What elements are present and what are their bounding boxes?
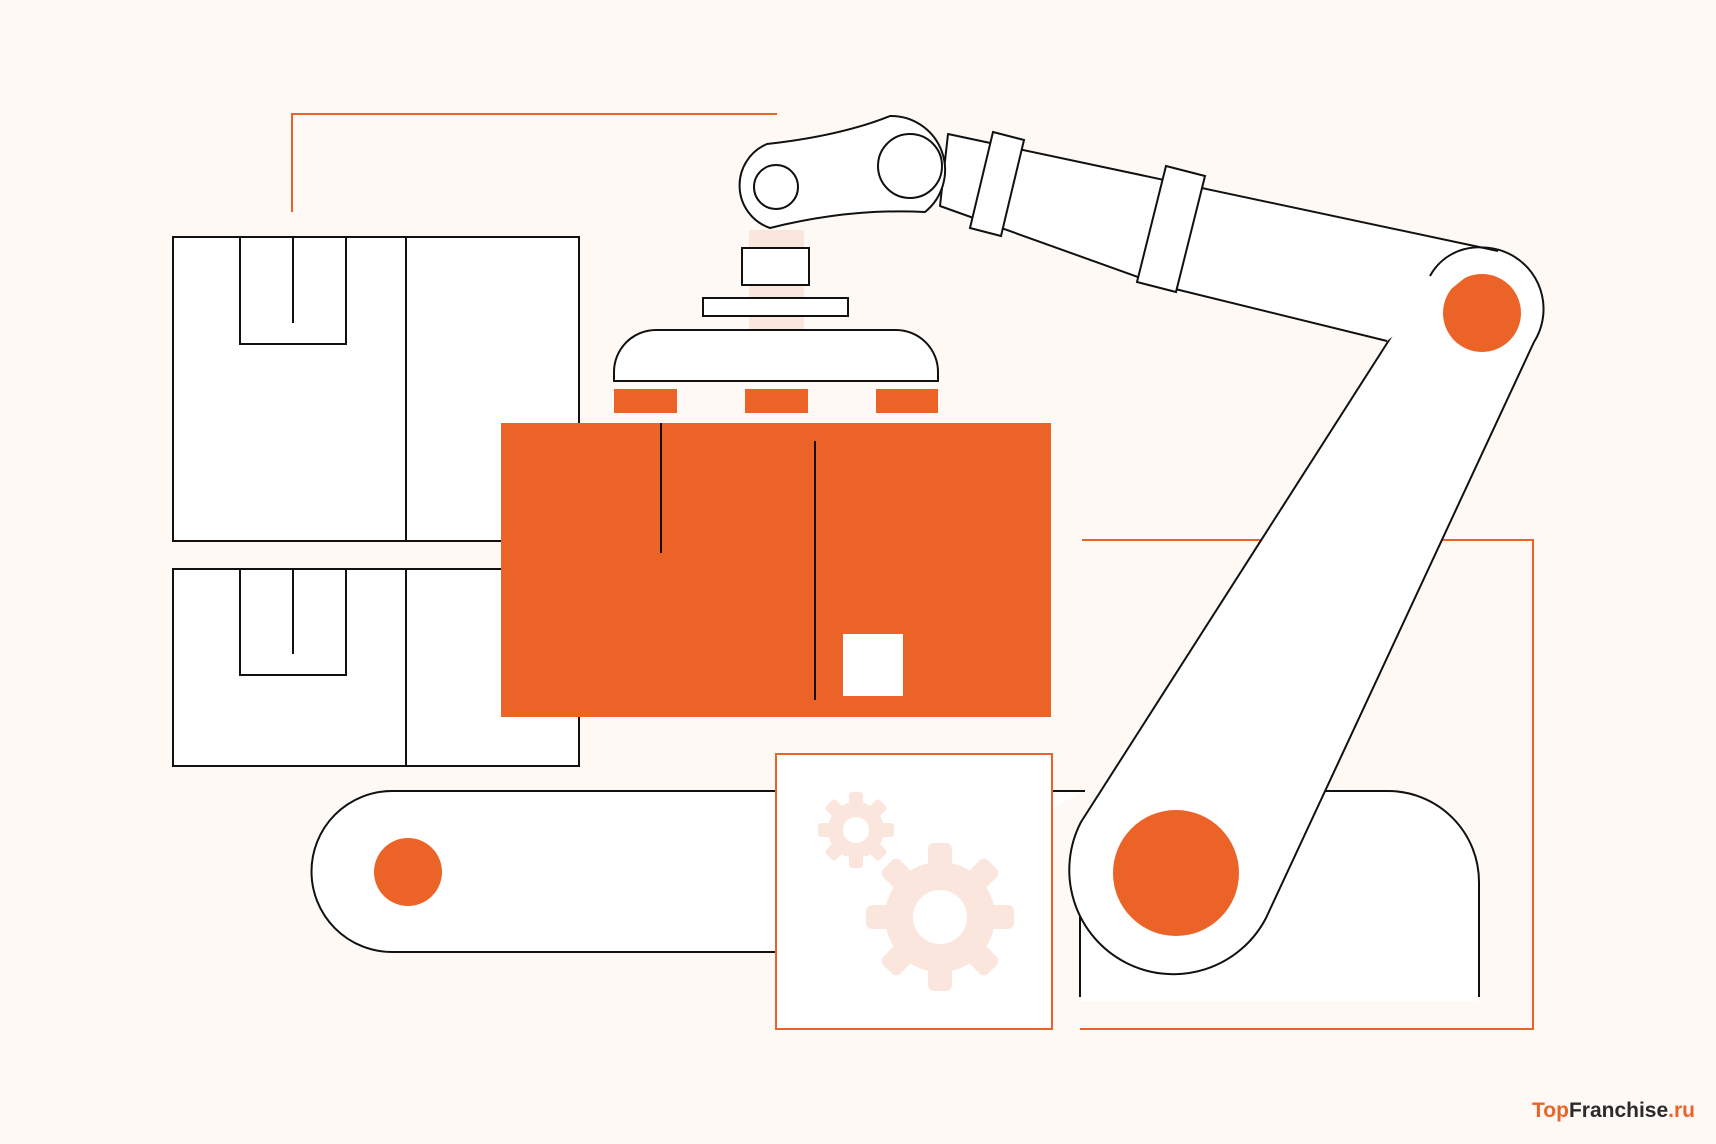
box-label [843, 634, 903, 696]
brand-part-franchise: Franchise [1568, 1099, 1669, 1122]
arm-joint-elbow [1443, 274, 1521, 352]
gear-icon [818, 792, 894, 868]
robot-arm-lower [1068, 246, 1545, 976]
conveyor-roller-left [374, 838, 442, 906]
brand-part-domain: .ru [1668, 1099, 1695, 1122]
robot-arm-wrist [738, 114, 947, 230]
gripper-pad [876, 389, 938, 413]
robot-arm-upper [939, 130, 1499, 342]
gear-icon [866, 843, 1014, 991]
robot-gripper [613, 230, 939, 413]
box-top [172, 236, 580, 542]
gripper-pad [614, 389, 677, 413]
brand-part-top: Top [1532, 1099, 1569, 1122]
arm-joint-base [1113, 810, 1239, 936]
lifted-box [501, 423, 1051, 717]
control-panel [775, 753, 1053, 1030]
gripper-pad [745, 389, 808, 413]
brand-watermark: TopFranchise.ru [1532, 1099, 1695, 1123]
